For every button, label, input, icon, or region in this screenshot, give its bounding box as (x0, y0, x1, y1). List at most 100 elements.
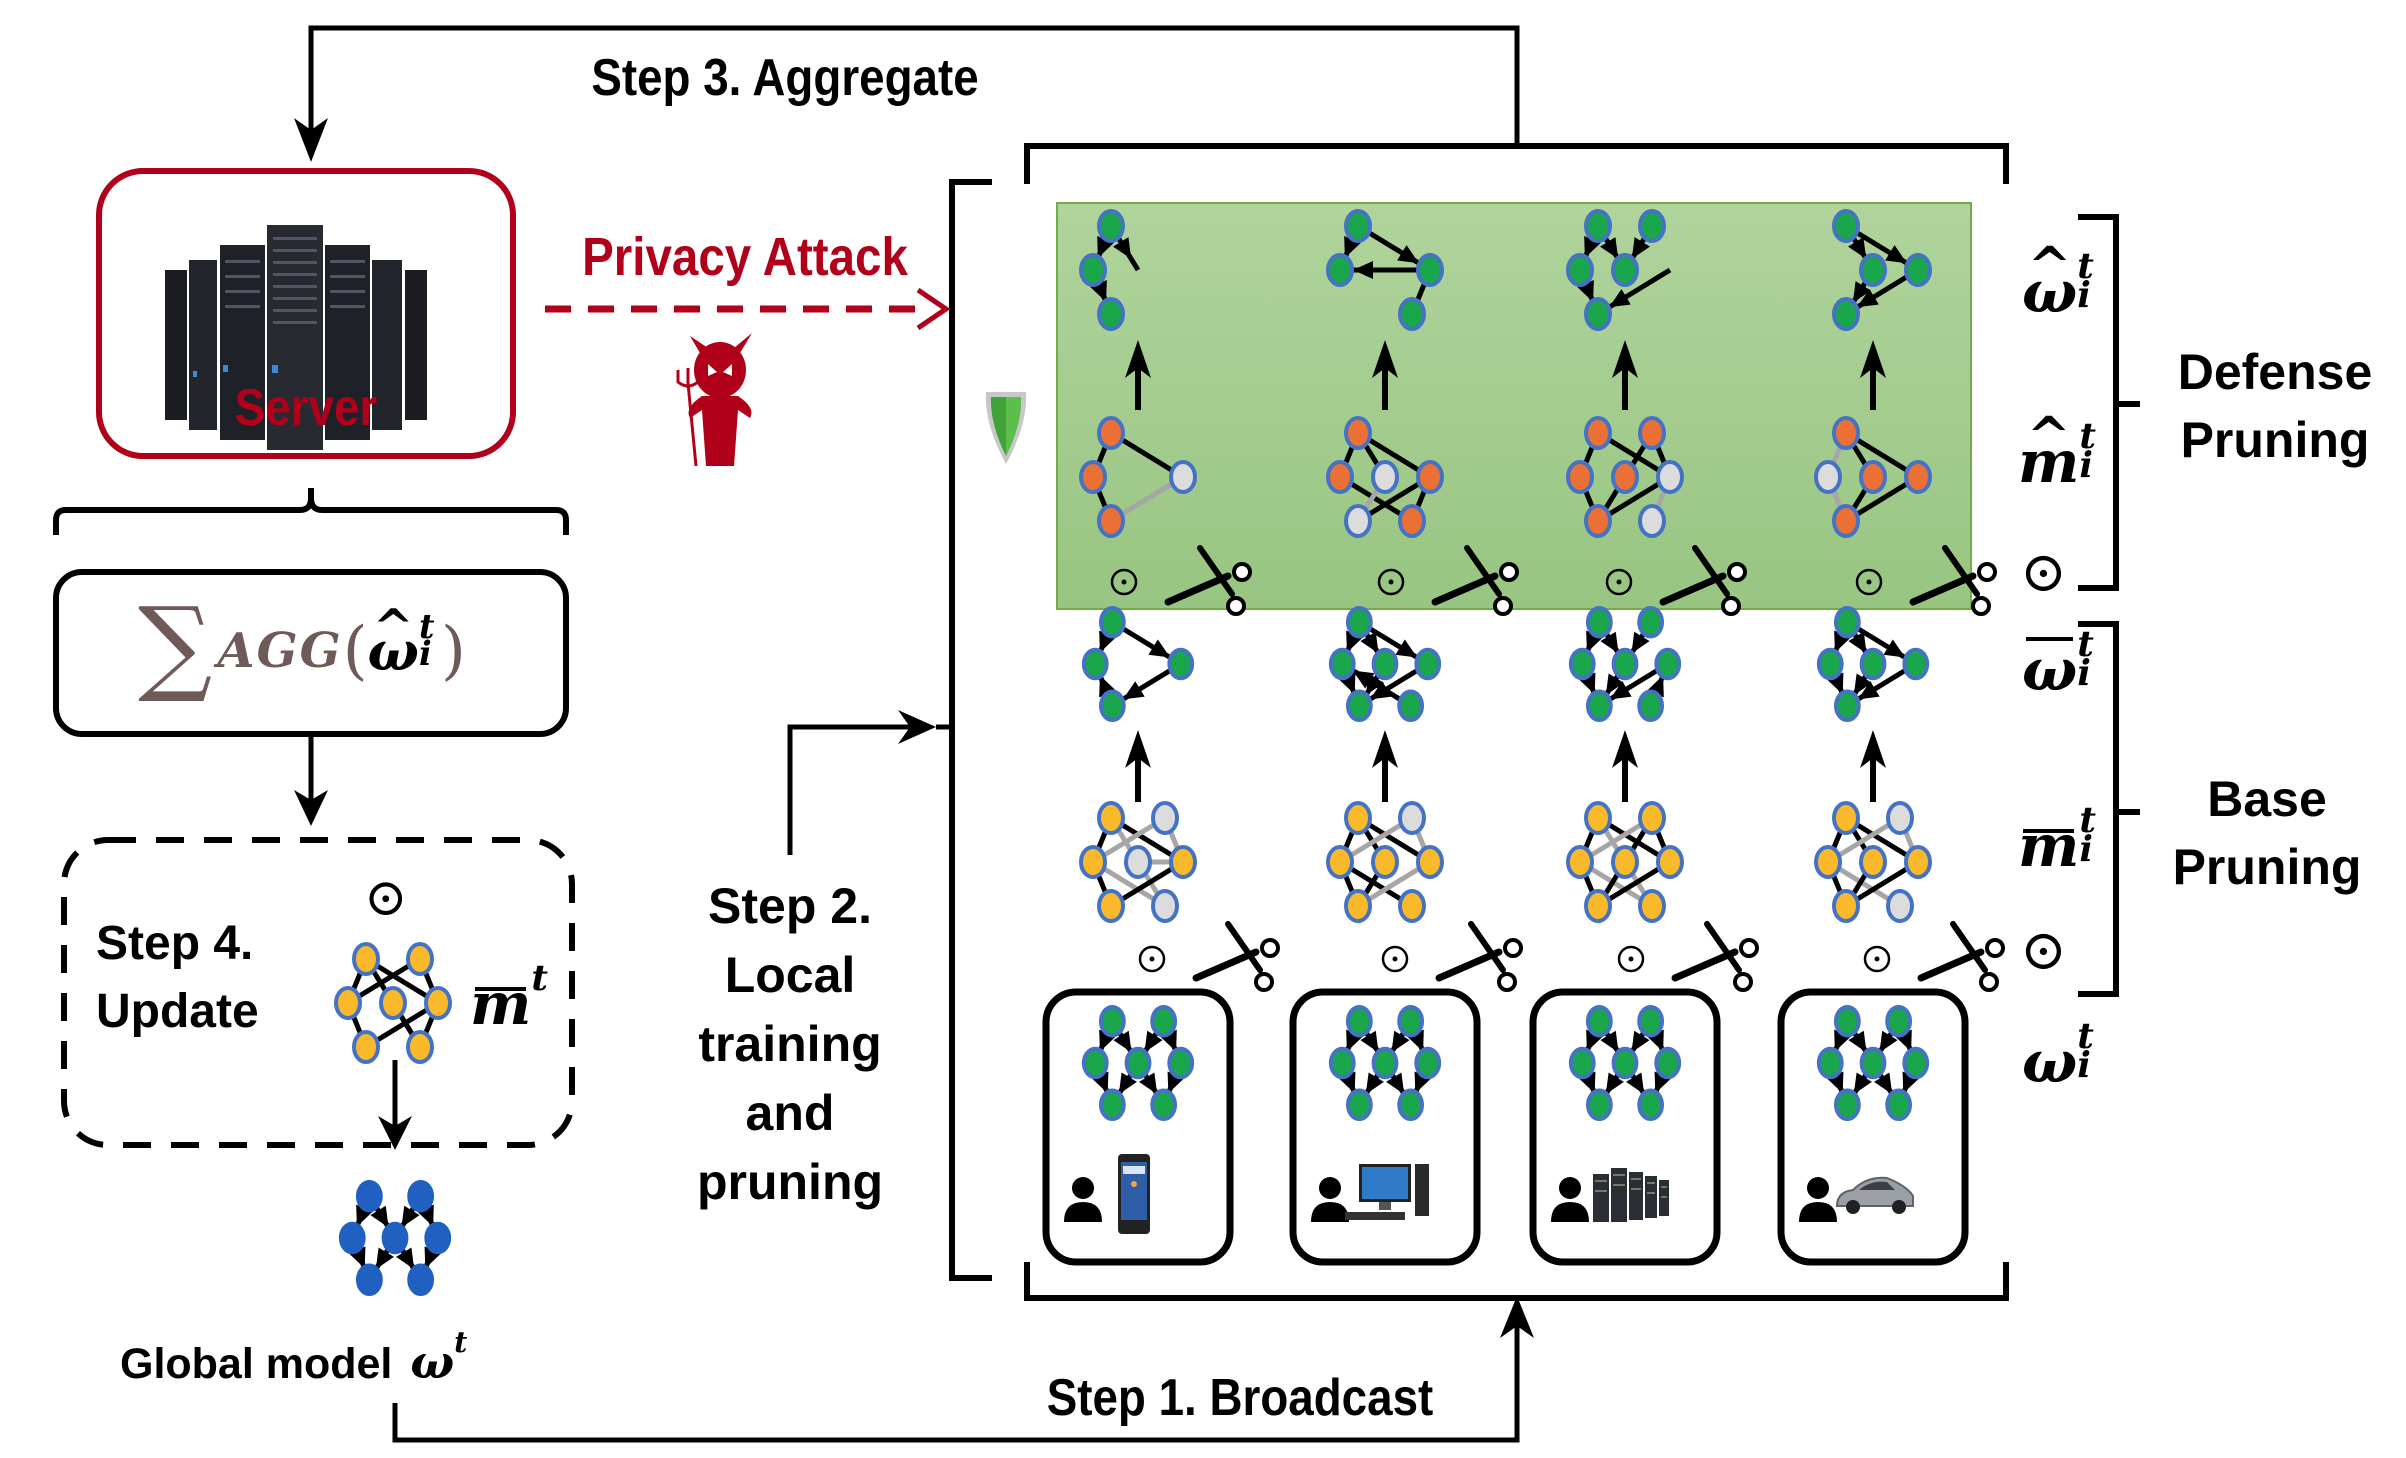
defended-model-network (1326, 209, 1444, 331)
base-pruned-network (1568, 605, 1682, 723)
network-node (1656, 460, 1684, 494)
base-mask-network (1326, 801, 1444, 923)
network-node (1098, 1004, 1126, 1038)
network-node (1398, 889, 1426, 923)
base-odot-label: ⊙ (2020, 918, 2067, 983)
network-node (1328, 647, 1356, 681)
network-node (1611, 647, 1639, 681)
edge-arrowhead-icon (1874, 1072, 1893, 1095)
smartphone-icon (1118, 1154, 1150, 1234)
edge-arrowhead-icon (1365, 1072, 1384, 1095)
server-brace (53, 488, 569, 535)
edge-arrowhead-icon (1857, 289, 1879, 308)
step2-connector (787, 724, 912, 855)
network-node (1414, 1046, 1442, 1080)
edge-arrowhead-icon (1848, 237, 1867, 259)
edge-arrowhead-icon (1848, 1030, 1867, 1053)
network-node (1814, 460, 1842, 494)
network-node (1585, 689, 1613, 723)
edge-arrowhead-icon (1352, 670, 1375, 689)
network-node (1079, 460, 1107, 494)
up-arrow-icon (1860, 730, 1886, 802)
network-node (1167, 1046, 1195, 1080)
network-node (1611, 845, 1639, 879)
network-node (1638, 504, 1666, 538)
network-node (1081, 647, 1109, 681)
step3-label: Step 3. Aggregate (591, 49, 979, 107)
scissors-icon (1192, 921, 1280, 992)
hadamard-product-icon (1617, 945, 1645, 973)
network-node (1568, 647, 1596, 681)
network-node (1097, 504, 1125, 538)
server-label[interactable]: Server (234, 379, 378, 437)
up-arrow-icon (1612, 340, 1638, 410)
client-device-car (1799, 1176, 1914, 1222)
network-node (355, 1179, 383, 1213)
network-node (1816, 647, 1844, 681)
edge-arrowhead-icon (1386, 1072, 1405, 1095)
client-local-network (1568, 1004, 1682, 1122)
edge-arrowhead-icon (1885, 245, 1907, 264)
network-node (1124, 845, 1152, 879)
base-pruned-network (1816, 605, 1930, 723)
network-node (352, 1030, 380, 1064)
edge-arrowhead-icon (1883, 639, 1906, 658)
network-node (1150, 1004, 1178, 1038)
network-node (1859, 845, 1887, 879)
edge-arrowhead-icon (375, 1247, 394, 1270)
edge-arrowhead-icon (1857, 681, 1880, 700)
aggregation-box (53, 569, 569, 737)
network-node (1328, 1046, 1356, 1080)
update-box (61, 837, 575, 1148)
attacker-devil-icon (676, 333, 752, 467)
network-node (1326, 460, 1354, 494)
network-node (1345, 605, 1373, 639)
network-node (1398, 504, 1426, 538)
network-node (1568, 1046, 1596, 1080)
base-pruned-network (1081, 605, 1195, 723)
network-node (1832, 504, 1860, 538)
network-node (407, 1179, 435, 1213)
edge-arrowhead-icon (1600, 631, 1619, 654)
network-node (1097, 297, 1125, 331)
up-arrow-icon (1860, 340, 1886, 410)
edge-arrowhead-icon (1848, 631, 1867, 654)
network-node (1859, 253, 1887, 287)
sum-symbol: ∑ (138, 584, 213, 706)
network-node (1344, 889, 1372, 923)
base-bracket (2078, 621, 2140, 997)
network-node (406, 942, 434, 976)
network-node (1079, 845, 1107, 879)
network-node (1397, 689, 1425, 723)
global-model-network (338, 1179, 452, 1297)
close-paren: ) (440, 614, 466, 688)
network-node (407, 1263, 435, 1297)
network-node (1079, 253, 1107, 287)
clients-top-bracket (1024, 143, 2009, 184)
edge-arrowhead-icon (1118, 1072, 1137, 1095)
network-node (1566, 253, 1594, 287)
network-node (1169, 460, 1197, 494)
network-node (1585, 1088, 1613, 1122)
network-node (1098, 1088, 1126, 1122)
network-node (1371, 647, 1399, 681)
privacy-attack-arrowhead-icon (916, 287, 951, 331)
edge-arrowhead-icon (401, 1205, 420, 1228)
network-node (1611, 253, 1639, 287)
network-node (1097, 209, 1125, 243)
edge-arrowhead-icon (1397, 245, 1419, 264)
step1-arrowhead-icon (1500, 1296, 1534, 1338)
network-node (1398, 801, 1426, 835)
defense-odot-label: ⊙ (2020, 540, 2067, 605)
network-node (1344, 209, 1372, 243)
update-odot-symbol: ⊙ (364, 868, 408, 928)
defense-pruning-label: Defense Pruning (2177, 344, 2373, 468)
network-node (1150, 1088, 1178, 1122)
network-node (1637, 605, 1665, 639)
user-icon (1799, 1177, 1837, 1222)
network-node (1345, 689, 1373, 723)
